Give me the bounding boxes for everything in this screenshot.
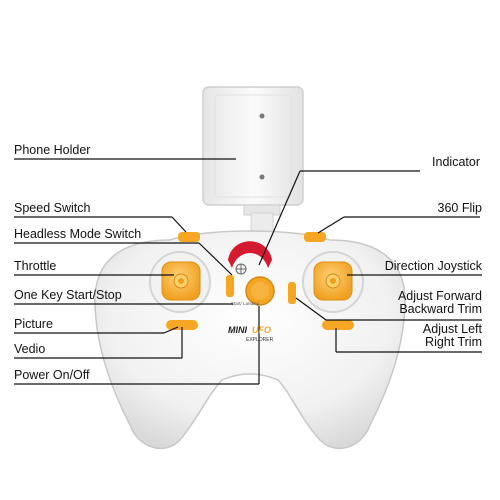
label-adjust-left-right-trim: Adjust Left Right Trim [423, 323, 482, 349]
label-throttle: Throttle [14, 259, 57, 273]
label-direction-joystick: Direction Joystick [384, 259, 482, 273]
picture-button [166, 320, 198, 330]
label-picture: Picture [14, 317, 53, 331]
one-key-start-button [226, 275, 234, 297]
vedio-trim-button [322, 320, 354, 330]
label-headless-mode-switch: Headless Mode Switch [14, 227, 142, 241]
button-caption: Start/ Landing [231, 301, 260, 306]
throttle-stick [149, 251, 211, 313]
label-power-on-off: Power On/Off [14, 368, 90, 382]
label-phone-holder: Phone Holder [14, 143, 91, 157]
label-adjust-forward-backward-trim-line1: Adjust Forward [397, 289, 482, 303]
label-adjust-forward-backward-trim-line2: Backward Trim [399, 302, 482, 316]
label-adjust-left-right-trim-line2: Right Trim [425, 335, 482, 349]
phone-holder [202, 86, 304, 236]
indicator-led [228, 241, 272, 268]
label-vedio: Vedio [14, 342, 46, 356]
forward-backward-trim-button [288, 282, 296, 304]
model-text: EXPLORER [246, 337, 274, 343]
label-one-key-start-stop: One Key Start/Stop [14, 288, 122, 302]
label-adjust-forward-backward-trim: Adjust Forward Backward Trim [398, 290, 482, 316]
label-indicator: Indicator [432, 155, 480, 169]
brand-text: MINI [228, 325, 247, 335]
label-360-flip: 360 Flip [437, 201, 482, 215]
flip-360-button [304, 232, 326, 242]
label-speed-switch: Speed Switch [14, 201, 91, 215]
brand-text-accent: UFO [252, 325, 271, 335]
direction-joystick [302, 251, 364, 313]
label-adjust-left-right-trim-line1: Adjust Left [422, 322, 482, 336]
speed-switch-button [178, 232, 200, 242]
leader-lines [14, 158, 482, 385]
start-landing-button [235, 263, 275, 306]
